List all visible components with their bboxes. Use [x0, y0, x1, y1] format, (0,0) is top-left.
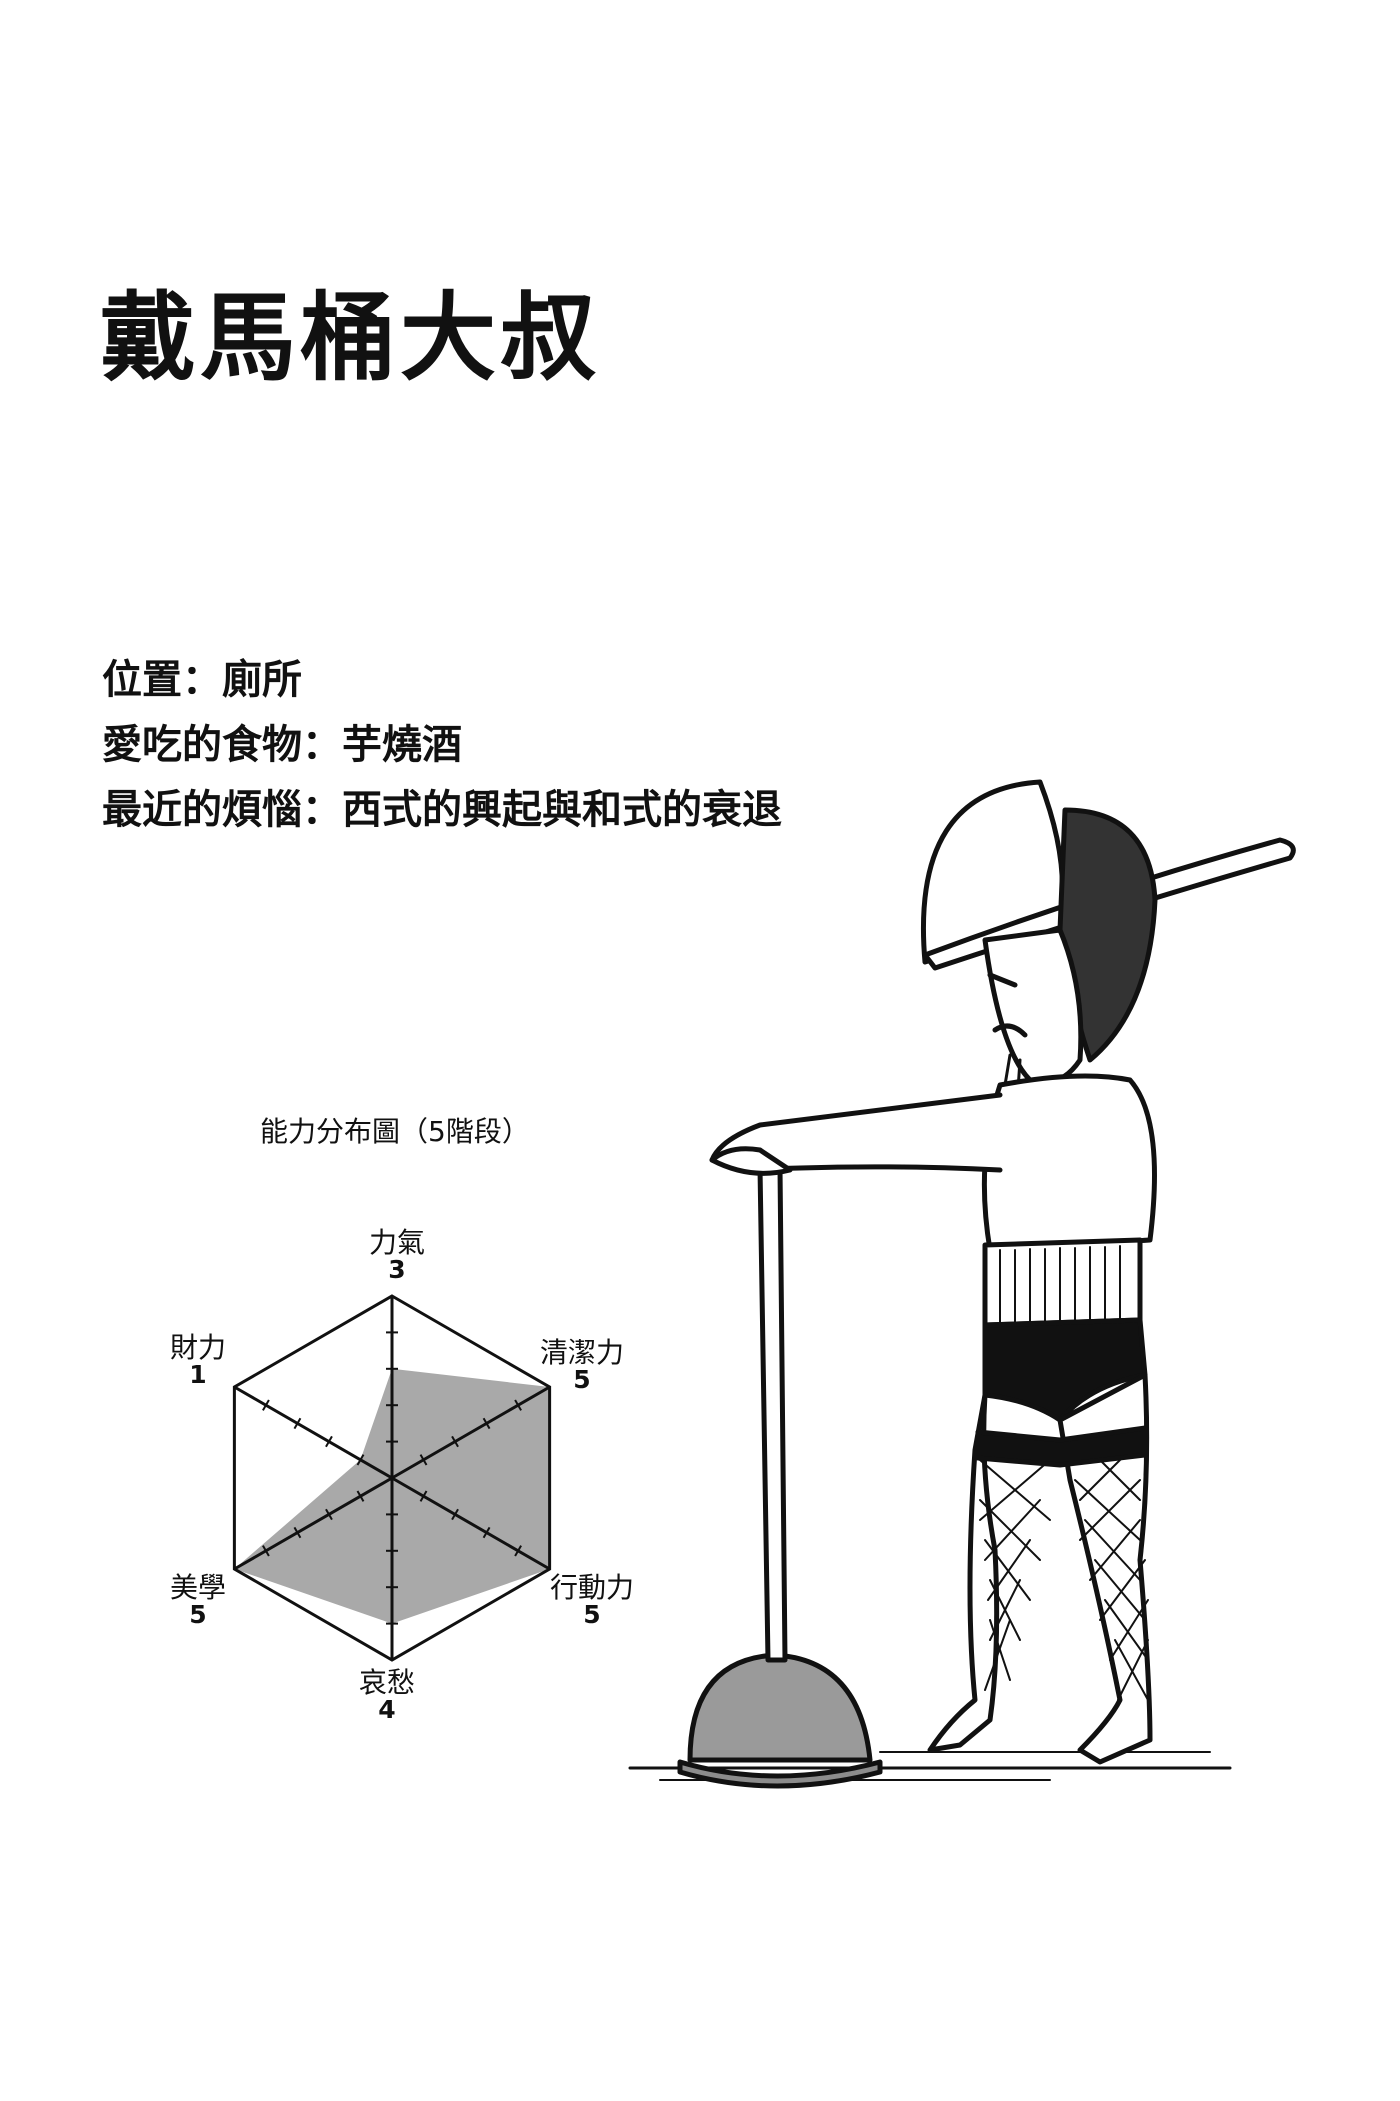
radar-tick: [419, 1490, 428, 1502]
axis-value: 5: [583, 1600, 601, 1630]
belly-band-stripes: [999, 1245, 1121, 1323]
radar-tick: [514, 1399, 522, 1411]
axis-label-strength: 力氣 3: [327, 1228, 467, 1284]
radar-tick: [293, 1417, 302, 1430]
axis-value: 5: [189, 1600, 207, 1630]
axis-name: 行動力: [549, 1571, 634, 1604]
chart-title-level: 5階段: [428, 1115, 502, 1148]
radar-spoke: [233, 1385, 393, 1480]
chart-title-paren-open: （: [400, 1115, 429, 1148]
plunger-rim: [677, 1759, 883, 1789]
profile-location: 位置：廁所: [102, 660, 302, 700]
radar-tick: [451, 1435, 459, 1448]
hand: [709, 1146, 793, 1176]
profile-favorite-food: 愛吃的食物：芋燒酒: [102, 725, 462, 765]
axis-label-cleaning: 清潔力 5: [512, 1338, 652, 1394]
mustache: [992, 1023, 1028, 1038]
chart-title-paren-close: ）: [501, 1115, 530, 1148]
profile-separator: ：: [302, 722, 342, 768]
profile-separator: ：: [182, 657, 222, 703]
leg-right: [1057, 1372, 1153, 1765]
axis-label-mobility: 行動力 5: [522, 1573, 662, 1629]
axis-name: 力氣: [368, 1226, 425, 1259]
radar-tick: [262, 1399, 270, 1411]
axis-label-aesthetics: 美學 5: [128, 1573, 268, 1629]
axis-value: 1: [189, 1360, 207, 1390]
radar-spoke: [391, 1385, 551, 1480]
radar-tick: [356, 1490, 365, 1502]
radar-spoke: [391, 1476, 551, 1571]
radar-tick: [419, 1454, 428, 1466]
chart-title: 能力分布圖（5階段）: [260, 1118, 530, 1146]
axis-name: 哀愁: [358, 1666, 415, 1699]
eye: [987, 972, 1018, 988]
axis-value: 3: [388, 1255, 406, 1285]
radar-tick: [482, 1526, 491, 1539]
profile-separator: ：: [302, 787, 342, 833]
radar-spoke: [233, 1476, 393, 1571]
belly-band: [982, 1237, 1143, 1328]
axis-name: 財力: [169, 1331, 226, 1364]
axis-name: 清潔力: [539, 1336, 624, 1369]
axis-name: 美學: [169, 1571, 226, 1604]
profile-value: 芋燒酒: [342, 722, 462, 768]
profile-value: 西式的興起與和式的衰退: [342, 787, 782, 833]
radar-tick: [356, 1454, 365, 1466]
plunger-handle: [757, 1165, 788, 1663]
radar-tick: [451, 1508, 459, 1521]
torso: [981, 1073, 1157, 1253]
axis-label-sorrow: 哀愁 4: [317, 1668, 457, 1724]
profile-key: 愛吃的食物: [102, 722, 302, 768]
stocking-band: [975, 1425, 1148, 1468]
radar-tick: [325, 1508, 333, 1521]
radar-tick: [262, 1545, 270, 1557]
character-name: 戴馬桶大叔: [100, 282, 600, 394]
plunger-cup: [687, 1652, 873, 1763]
fishnet-pattern: [979, 1439, 1149, 1701]
chart-title-text: 能力分布圖: [260, 1115, 401, 1148]
radar-tick: [482, 1417, 491, 1430]
profile-value: 廁所: [222, 657, 302, 703]
face: [982, 927, 1084, 1085]
radar-tick: [293, 1526, 302, 1539]
radar-tick: [325, 1435, 333, 1448]
profile-recent-worry: 最近的煩惱：西式的興起與和式的衰退: [102, 790, 782, 830]
axis-label-wealth: 財力 1: [128, 1333, 268, 1389]
radar-tick: [514, 1545, 522, 1557]
axis-value: 4: [378, 1695, 396, 1725]
axis-value: 5: [573, 1365, 591, 1395]
profile-key: 位置: [102, 657, 182, 703]
profile-key: 最近的煩惱: [102, 787, 302, 833]
